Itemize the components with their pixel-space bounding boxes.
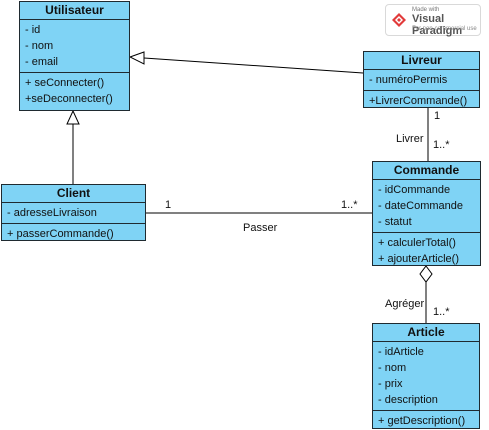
watermark-note: For non-commercial use [412, 26, 477, 32]
method: + calculerTotal() [378, 237, 456, 249]
attribute: - idCommande [378, 184, 451, 196]
passer-client-multiplicity: 1 [165, 199, 172, 211]
passer-commande-multiplicity: 1..* [341, 199, 358, 211]
method: + passerCommande() [7, 228, 114, 240]
livrer-livreur-multiplicity: 1 [434, 110, 441, 122]
watermark-brand: Visual Paradigm [412, 13, 463, 37]
passer-association-label: Passer [243, 222, 278, 234]
generalization-arrowhead-livreur [128, 51, 145, 65]
method-compartment: +LivrerCommande() [364, 91, 479, 111]
class-name: Client [2, 185, 145, 203]
livrer-commande-multiplicity: 1..* [433, 139, 450, 151]
agreger-article-multiplicity: 1..* [433, 306, 450, 318]
method-compartment: + calculerTotal() + ajouterArticle() [373, 233, 480, 269]
class-commande[interactable]: Commande - idCommande - dateCommande - s… [372, 161, 481, 266]
class-client[interactable]: Client - adresseLivraison + passerComman… [1, 184, 146, 241]
visual-paradigm-watermark: Made with Visual Paradigm For non-commer… [385, 4, 481, 37]
class-name: Utilisateur [20, 2, 129, 20]
aggregation-diamond [419, 265, 433, 283]
class-utilisateur[interactable]: Utilisateur - id - nom - email + seConne… [19, 1, 130, 111]
generalization-arrowhead-client [66, 109, 80, 125]
attribute: - dateCommande [378, 200, 463, 212]
method-compartment: + passerCommande() [2, 224, 145, 244]
attribute: - prix [378, 378, 403, 390]
agreger-association-label: Agréger [385, 298, 425, 310]
class-article[interactable]: Article - idArticle - nom - prix - descr… [372, 323, 480, 429]
attribute: - adresseLivraison [7, 207, 97, 219]
class-name: Article [373, 324, 479, 342]
attribute: - nom [378, 362, 407, 374]
attribute: - statut [378, 216, 412, 228]
attribute: - id [25, 24, 41, 36]
method-compartment: + getDescription() [373, 411, 479, 430]
watermark-made-with: Made with [412, 7, 440, 13]
method: + ajouterArticle() [378, 253, 460, 265]
livrer-association-label: Livrer [396, 133, 424, 145]
attribute: - description [378, 394, 438, 406]
method: +LivrerCommande() [369, 95, 468, 107]
edge-livreur-utilisateur [143, 57, 364, 74]
method: +seDeconnecter() [25, 93, 113, 105]
attribute-compartment: - numéroPermis [364, 70, 479, 91]
attribute-compartment: - idCommande - dateCommande - statut [373, 180, 480, 233]
visual-paradigm-logo-icon [392, 13, 406, 27]
attribute: - numéroPermis [369, 74, 448, 86]
attribute-compartment: - adresseLivraison [2, 203, 145, 224]
attribute-compartment: - id - nom - email [20, 20, 129, 73]
attribute: - idArticle [378, 346, 424, 358]
attribute-compartment: - idArticle - nom - prix - description [373, 342, 479, 411]
attribute: - nom [25, 40, 54, 52]
attribute: - email [25, 56, 59, 68]
class-livreur[interactable]: Livreur - numéroPermis +LivrerCommande() [363, 51, 480, 108]
method-compartment: + seConnecter() +seDeconnecter() [20, 73, 129, 109]
method: + seConnecter() [25, 77, 105, 89]
class-name: Livreur [364, 52, 479, 70]
class-name: Commande [373, 162, 480, 180]
method: + getDescription() [378, 415, 466, 427]
